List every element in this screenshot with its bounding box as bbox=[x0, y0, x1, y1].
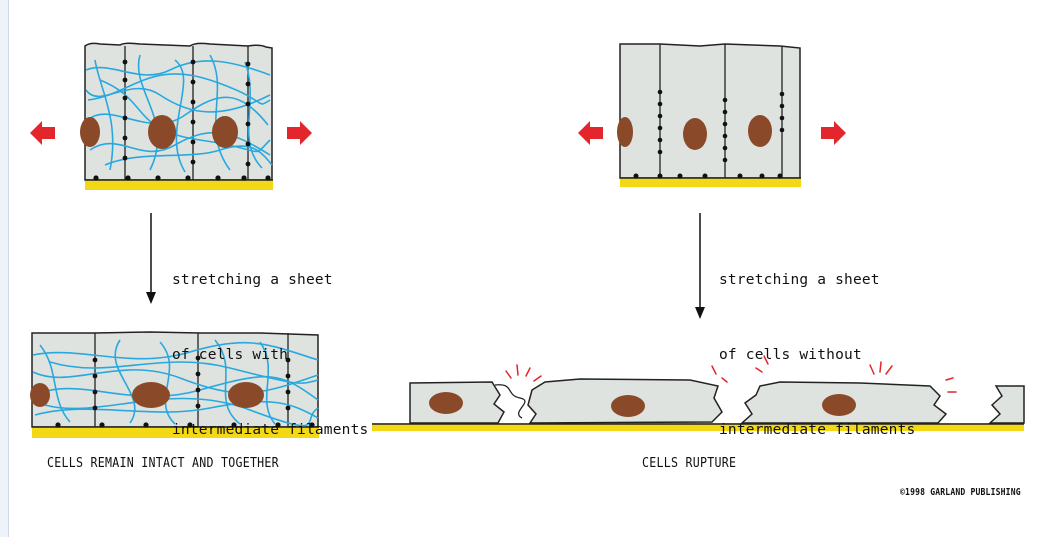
left-edge-strip bbox=[0, 0, 9, 537]
nucleus bbox=[148, 115, 176, 149]
basal-lamina bbox=[85, 180, 273, 190]
nucleus bbox=[748, 115, 772, 147]
nucleus bbox=[611, 395, 645, 417]
left-description: stretching a sheet of cells with interme… bbox=[172, 218, 368, 493]
nucleus bbox=[429, 392, 463, 414]
down-arrow-left bbox=[146, 213, 156, 304]
top-left-cell-sheet bbox=[80, 42, 273, 190]
rupture-marks bbox=[505, 355, 957, 393]
basal-lamina bbox=[32, 427, 319, 438]
desmosome-junctions bbox=[93, 59, 271, 181]
nucleus bbox=[822, 394, 856, 416]
stretch-arrow-right bbox=[287, 121, 312, 145]
left-caption: CELLS REMAIN INTACT AND TOGETHER bbox=[47, 455, 279, 471]
bottom-left-cell-sheet bbox=[30, 331, 319, 438]
nucleus bbox=[80, 117, 100, 147]
desmosome-junctions bbox=[633, 89, 785, 179]
bottom-right-ruptured-cells bbox=[372, 355, 1025, 431]
nucleus bbox=[228, 382, 264, 408]
stretch-arrow-left bbox=[30, 121, 55, 145]
stretch-arrow-left bbox=[578, 121, 603, 145]
nucleus bbox=[683, 118, 707, 150]
stretch-arrow-right bbox=[821, 121, 846, 145]
ruptured-cell bbox=[988, 385, 1025, 424]
desmosome-junctions bbox=[55, 355, 315, 428]
basal-lamina bbox=[372, 423, 1024, 431]
nucleus bbox=[617, 117, 633, 147]
right-description-line: stretching a sheet bbox=[719, 272, 880, 288]
left-description-line: of cells with bbox=[172, 347, 289, 363]
left-description-line: intermediate filaments bbox=[172, 422, 369, 438]
nucleus bbox=[132, 382, 170, 408]
down-arrow-right bbox=[695, 213, 705, 319]
nucleus bbox=[212, 116, 238, 148]
top-right-cell-sheet bbox=[617, 43, 801, 187]
left-description-line: stretching a sheet bbox=[172, 272, 333, 288]
right-description: stretching a sheet of cells without inte… bbox=[719, 218, 915, 493]
basal-lamina bbox=[620, 178, 801, 187]
right-description-line: intermediate filaments bbox=[719, 422, 916, 438]
right-description-line: of cells without bbox=[719, 347, 862, 363]
right-caption: CELLS RUPTURE bbox=[642, 455, 737, 471]
intermediate-filaments bbox=[85, 54, 273, 173]
nucleus bbox=[30, 383, 50, 407]
copyright-notice: ©1998 GARLAND PUBLISHING bbox=[900, 487, 1021, 498]
